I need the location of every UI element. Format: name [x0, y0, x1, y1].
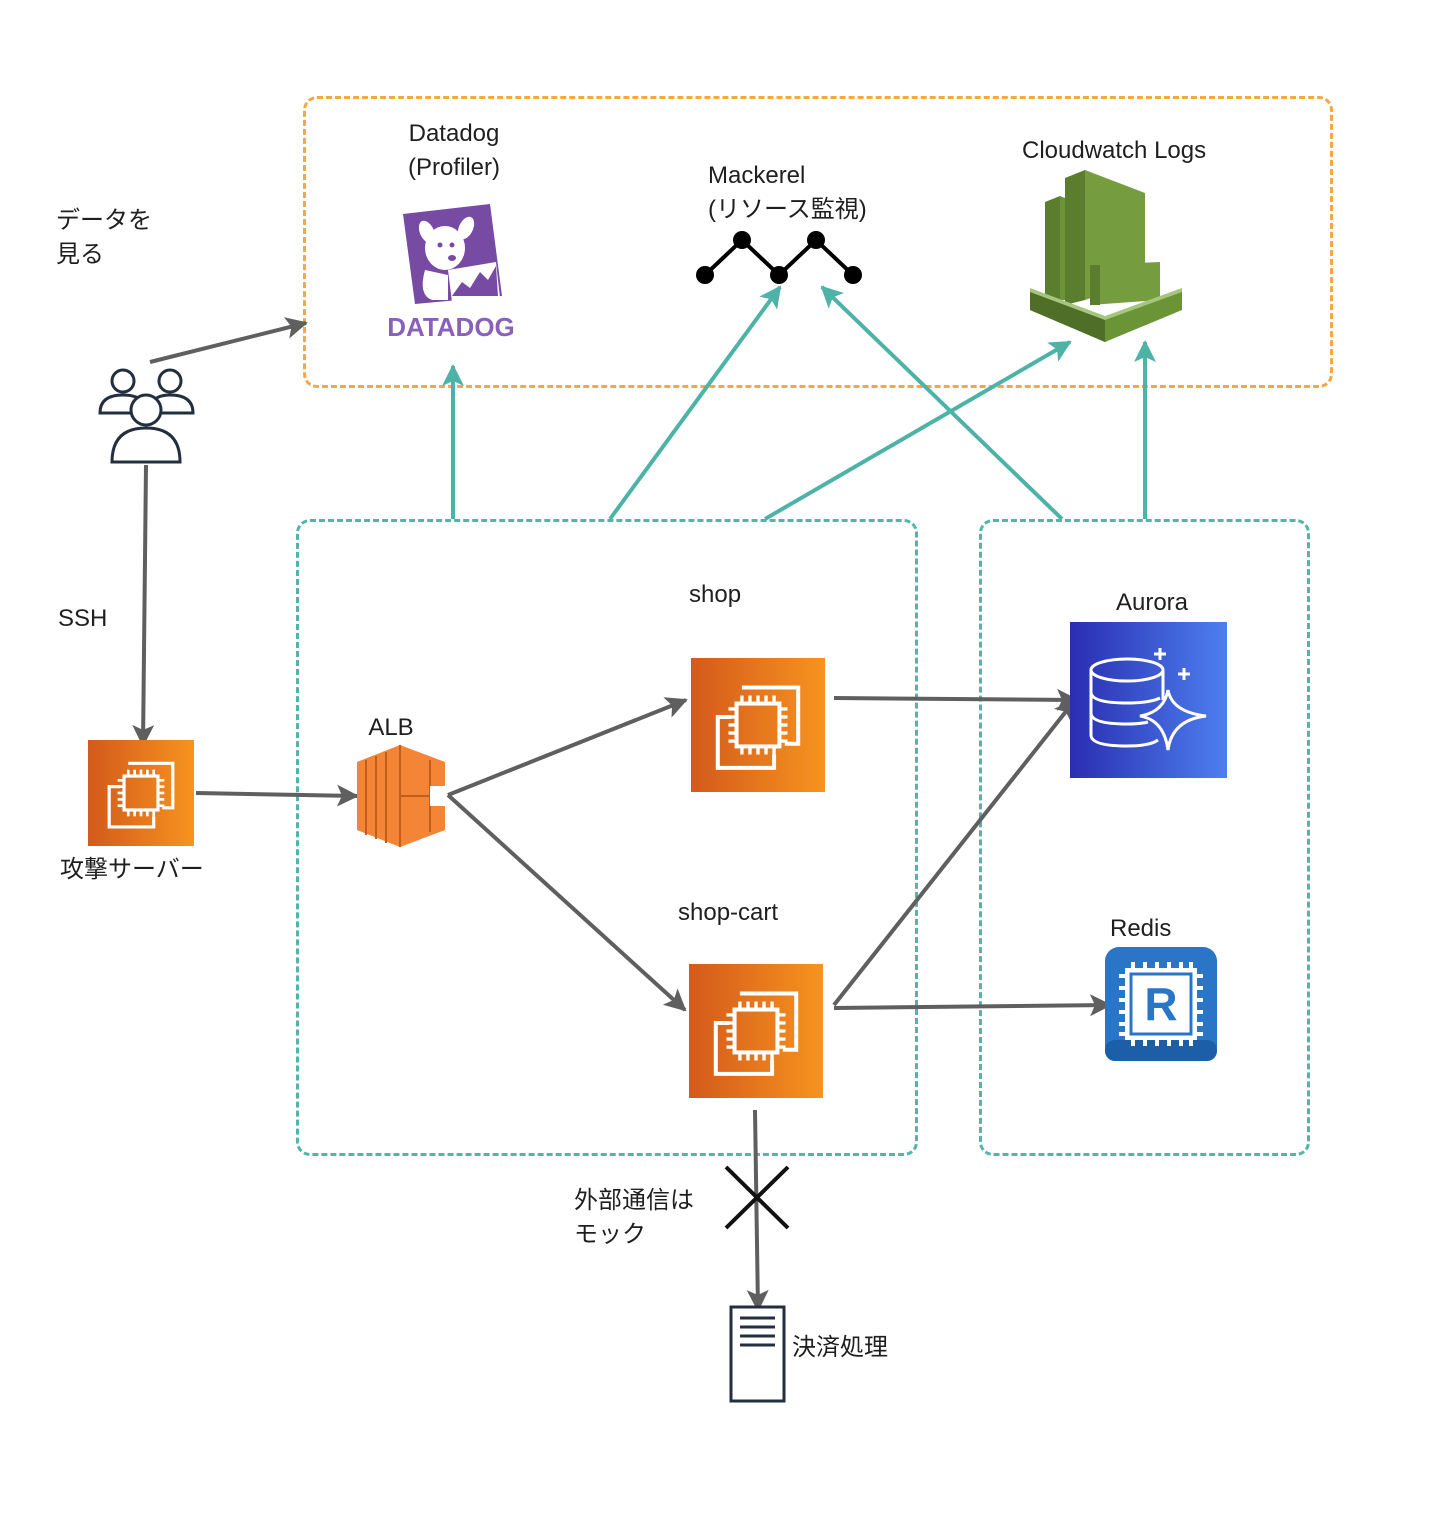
users-caption-line2: 見る — [56, 241, 104, 268]
users-caption: データを 見る — [56, 204, 152, 272]
monitoring-group — [303, 96, 1333, 388]
redis-glyph: R — [1144, 978, 1177, 1030]
alb-label: ALB — [368, 714, 414, 741]
redis-chip-icon — [1105, 947, 1217, 1061]
attacker-ec2-icon — [88, 740, 194, 846]
external-note: 外部通信は モック — [574, 1184, 694, 1252]
mackerel-title: Mackerel (リソース監視) — [708, 159, 867, 227]
shop-cart-ec2-icon — [689, 964, 823, 1098]
arrow-app-to-cloudwatch — [763, 340, 1072, 521]
arrow-alb-to-shop — [447, 697, 688, 797]
arrow-alb-to-shop-cart — [446, 793, 687, 1012]
shop-label: shop — [689, 581, 742, 608]
datadog-title-line2: (Profiler) — [407, 154, 501, 181]
external-note-line2: モック — [574, 1221, 646, 1248]
users-caption-line1: データを — [56, 207, 152, 234]
arrow-users-to-monitoring — [149, 317, 308, 364]
data-group — [979, 519, 1310, 1156]
mackerel-graph-icon — [696, 231, 862, 284]
datadog-dog-icon — [403, 204, 502, 304]
arrow-app-to-mackerel — [608, 285, 782, 521]
arrow-data-to-mackerel — [820, 285, 1064, 521]
datadog-logo-text: DATADOG — [387, 312, 515, 342]
external-note-line1: 外部通信は — [574, 1187, 694, 1214]
gray-arrows — [132, 317, 1112, 1312]
aurora-database-icon — [1070, 622, 1227, 778]
cloudwatch-icon — [1030, 170, 1182, 342]
datadog-title-line1: Datadog — [408, 120, 500, 147]
arrow-shop-cart-to-payment — [746, 1109, 769, 1312]
shop-ec2-icon — [691, 658, 825, 792]
shop-cart-label: shop-cart — [678, 899, 779, 926]
mackerel-title-line1: Mackerel — [708, 162, 806, 189]
ssh-label: SSH — [58, 605, 108, 632]
arrow-ssh-to-attacker — [132, 464, 155, 747]
payment-label: 決済処理 — [792, 1334, 888, 1361]
arrow-shop-to-aurora — [833, 688, 1079, 711]
mackerel-title-line2: (リソース監視) — [708, 196, 867, 223]
server-document-icon — [729, 1305, 786, 1403]
datadog-title: Datadog (Profiler) — [408, 117, 500, 185]
blocked-x-icon — [724, 1165, 790, 1230]
redis-label: Redis — [1110, 915, 1172, 942]
cloudwatch-title: Cloudwatch Logs — [1022, 137, 1207, 164]
app-group — [296, 519, 918, 1156]
attacker-label: 攻撃サーバー — [60, 856, 204, 883]
arrow-shop-cart-to-redis — [833, 994, 1112, 1017]
aurora-label: Aurora — [1115, 589, 1189, 616]
alb-icon — [357, 745, 446, 847]
teal-arrows — [442, 285, 1156, 521]
users-icon — [98, 368, 195, 464]
arrow-attacker-to-alb — [195, 784, 359, 807]
arrow-shop-cart-to-aurora — [832, 698, 1077, 1007]
